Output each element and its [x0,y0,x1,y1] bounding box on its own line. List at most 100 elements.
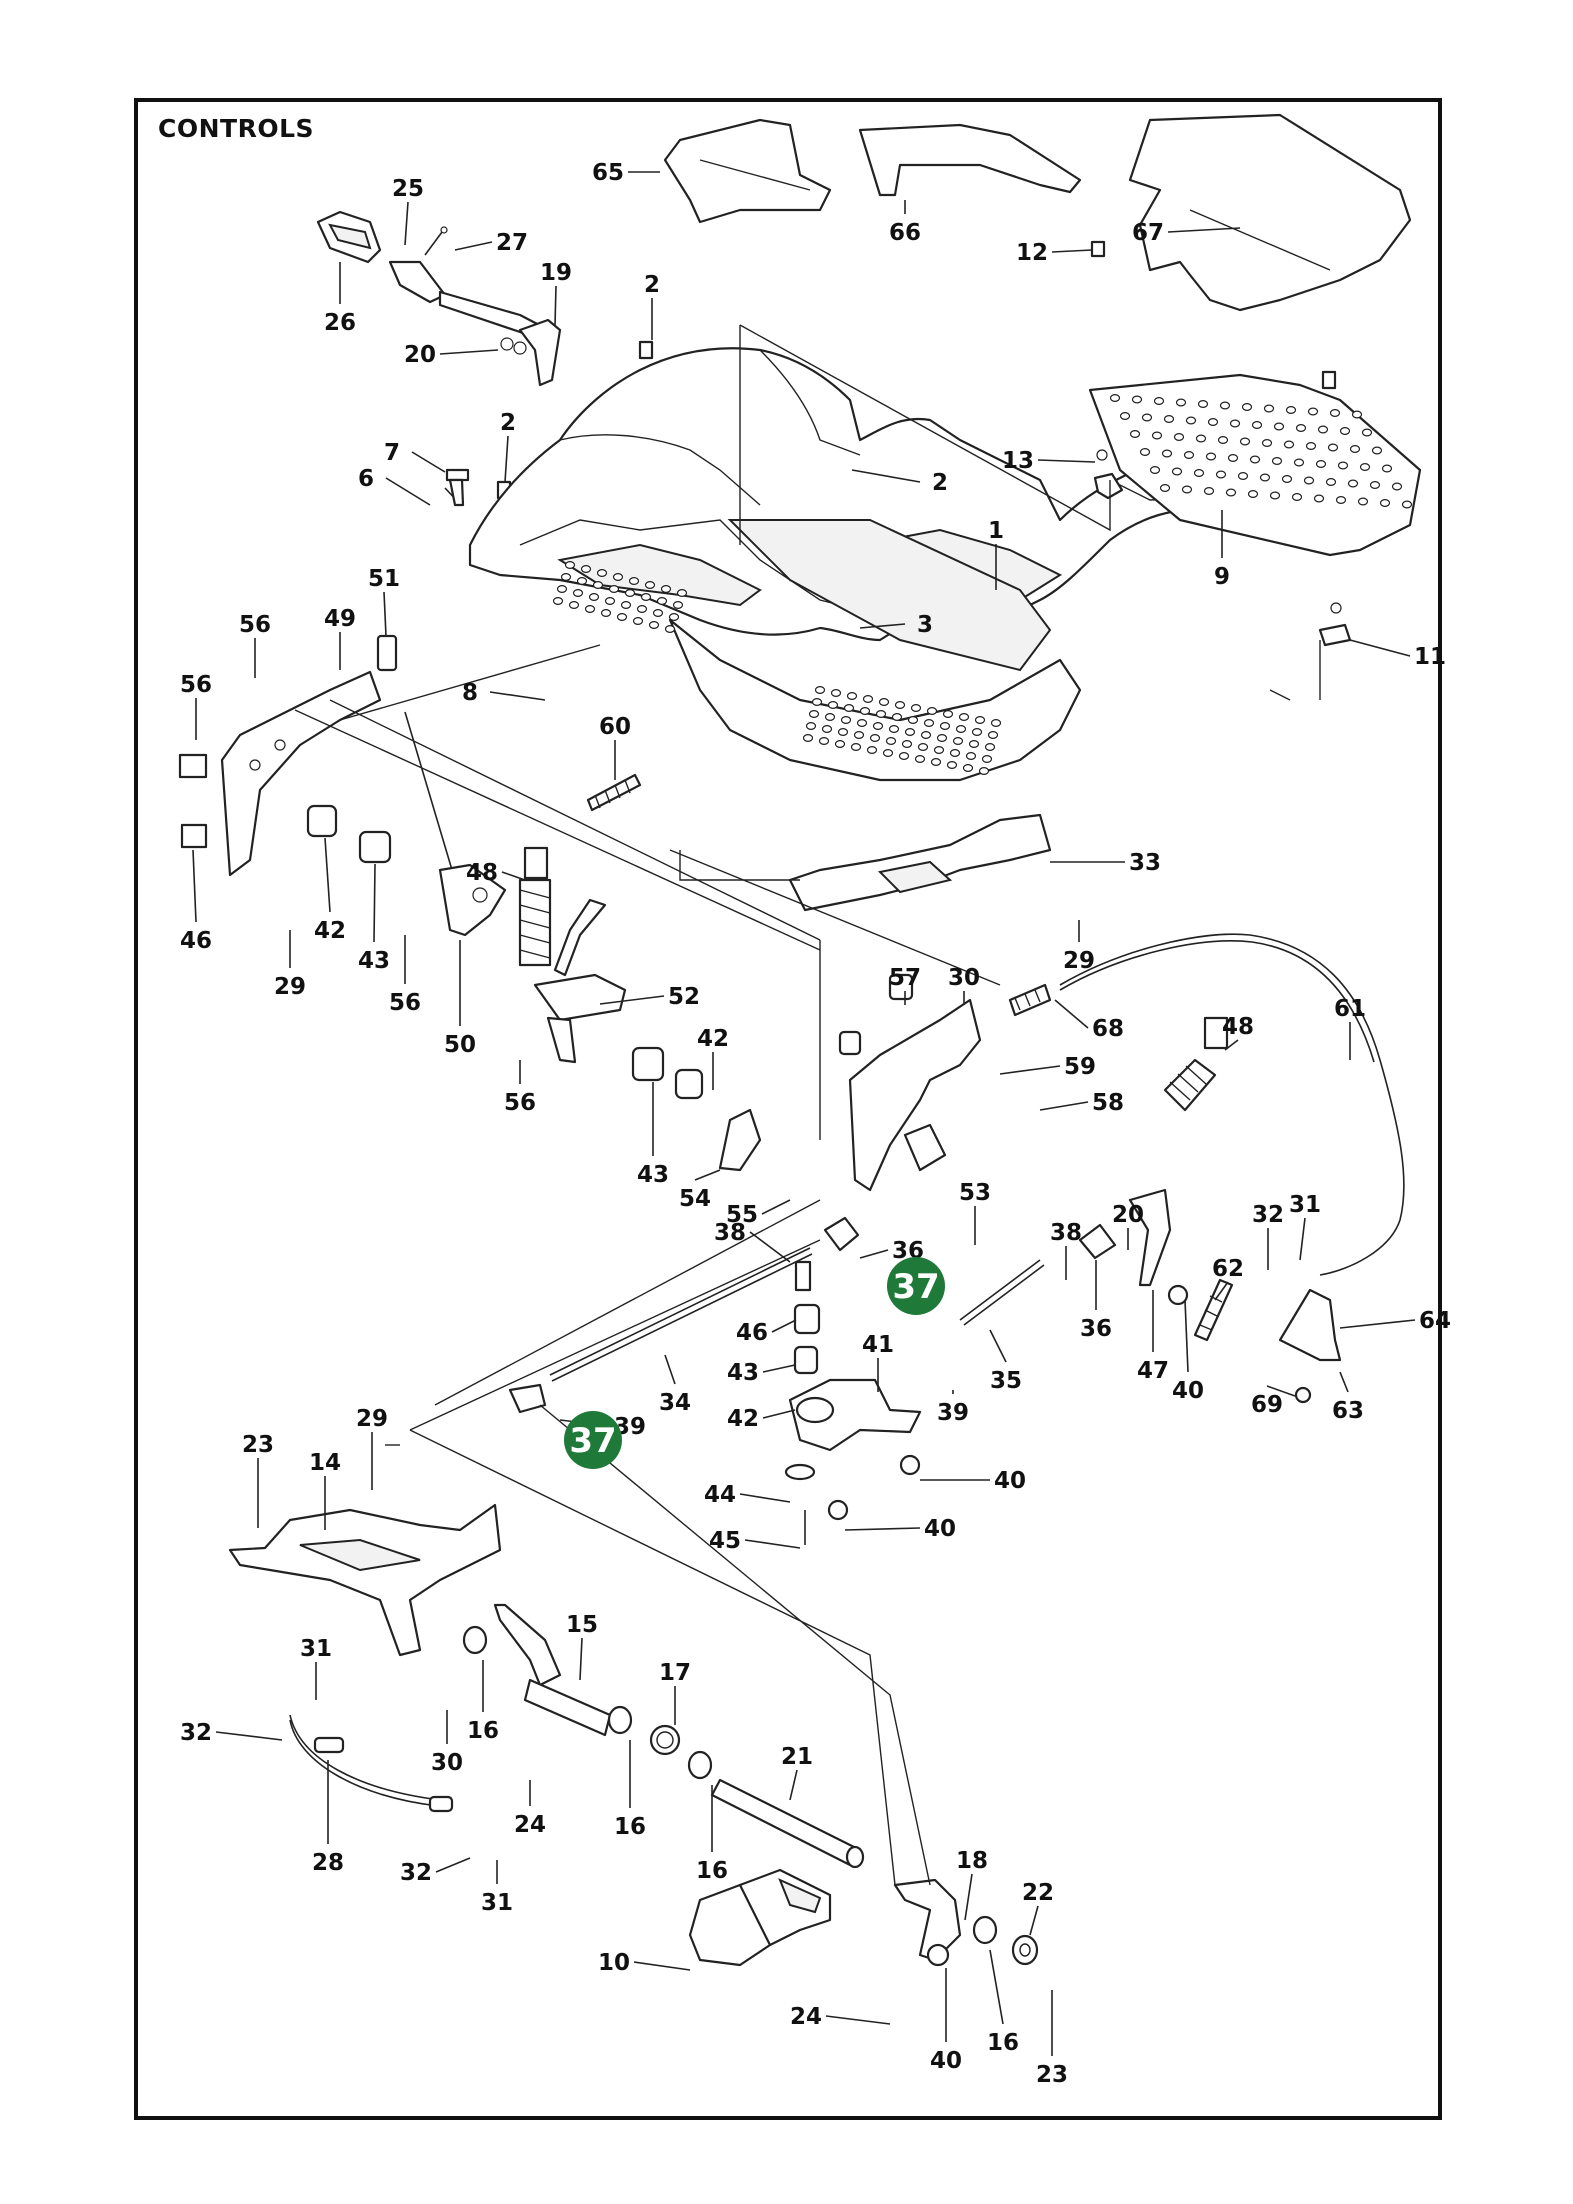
hole [1215,470,1227,479]
part-lever-15 [493,1603,612,1737]
callout-leader-15 [579,1637,583,1681]
badge-37a-label: 37 [892,1267,939,1307]
callout-label-46b: 46 [736,1320,768,1346]
hole [949,749,961,757]
callout-leader-31a [1299,1217,1306,1261]
part-arm-52 [533,898,627,1064]
part-cable-61 [1059,933,1405,1276]
callout-label-52: 52 [668,984,700,1010]
callout-label-50: 50 [444,1032,476,1058]
hole [1339,427,1351,435]
hole [1261,439,1273,447]
callout-label-41: 41 [862,1332,894,1358]
hole [1225,488,1237,497]
hole [894,701,906,709]
hole [568,601,580,609]
callout-label-38b: 38 [1050,1220,1082,1246]
assembly-lines [294,324,1321,1886]
hole [640,593,652,601]
part-clip-13 [1093,449,1124,500]
callout-leader-45 [744,1539,801,1549]
hole [1237,472,1249,480]
hole [556,585,568,593]
hole [1249,455,1261,464]
callout-leader-16d [989,1949,1004,2025]
callout-label-12: 12 [1016,240,1048,266]
callout-label-40b: 40 [994,1468,1026,1494]
hole [824,713,836,721]
callout-label-22: 22 [1022,1880,1054,1906]
hole [1307,407,1319,416]
hole [1285,406,1297,414]
hole [1327,443,1339,452]
part-pivot-41 [784,1260,922,1545]
callout-leader-24b [825,2015,891,2025]
callout-label-67: 67 [1132,220,1164,246]
callout-label-69: 69 [1251,1392,1283,1418]
callout-label-56a: 56 [239,612,271,638]
plate-hole-pattern [1109,394,1413,509]
callout-leader-40c [844,1527,921,1531]
part-bracket-59 [838,973,982,1192]
hole [1379,499,1391,507]
hole [636,605,648,613]
hole [840,716,852,724]
callout-leader-7 [411,451,446,473]
callout-leader-58 [1039,1101,1089,1111]
callout-leader-32c [435,1857,471,1873]
hole [910,704,922,712]
hole [1283,440,1295,449]
callout-leader-34 [664,1354,676,1385]
part-clip-11 [1318,602,1352,647]
part-bracket-33 [788,813,1052,912]
callout-leader-2c [851,469,921,483]
hole [805,722,817,730]
callout-label-3: 3 [917,612,933,638]
hole [827,701,839,709]
part-pin-27 [424,226,448,256]
callout-label-23a: 23 [242,1432,274,1458]
hole [1141,413,1153,422]
callout-leader-3 [859,623,906,629]
part-cable-28 [289,1714,454,1813]
hole [1251,421,1263,429]
callout-label-2a: 2 [644,272,660,298]
hole [1171,467,1183,476]
hole [1151,431,1163,440]
callout-label-21: 21 [781,1744,813,1770]
callout-leader-36a [859,1249,889,1259]
hole [552,597,564,605]
hole [1227,454,1239,462]
callout-leader-38a [749,1231,791,1263]
hole [580,565,592,573]
hole [1269,491,1281,500]
part-rod-35 [959,1259,1045,1326]
callout-label-1: 1 [988,518,1004,544]
callout-label-35: 35 [990,1368,1022,1394]
hole [942,710,954,718]
hole [939,722,951,730]
hole [1153,397,1165,405]
part-plate-49 [220,670,382,877]
callout-label-48b: 48 [1222,1014,1254,1040]
callout-leader-21 [789,1769,798,1801]
callout-leader-6 [385,477,431,506]
callout-label-29b: 29 [274,974,306,1000]
callout-label-38a: 38 [714,1220,746,1246]
hole [1193,469,1205,477]
hole [834,740,846,748]
part-lever-knob-26 [316,210,382,264]
hole [1361,428,1373,437]
part-shaft-21 [710,1778,865,1869]
hole [608,585,620,593]
hole [830,689,842,697]
hole [584,605,596,613]
hole [936,734,948,742]
callout-label-44: 44 [704,1482,736,1508]
hole [1291,493,1303,501]
hole [1197,400,1209,408]
callout-label-53: 53 [959,1180,991,1206]
callout-label-42c: 42 [727,1406,759,1432]
hole [872,722,884,730]
